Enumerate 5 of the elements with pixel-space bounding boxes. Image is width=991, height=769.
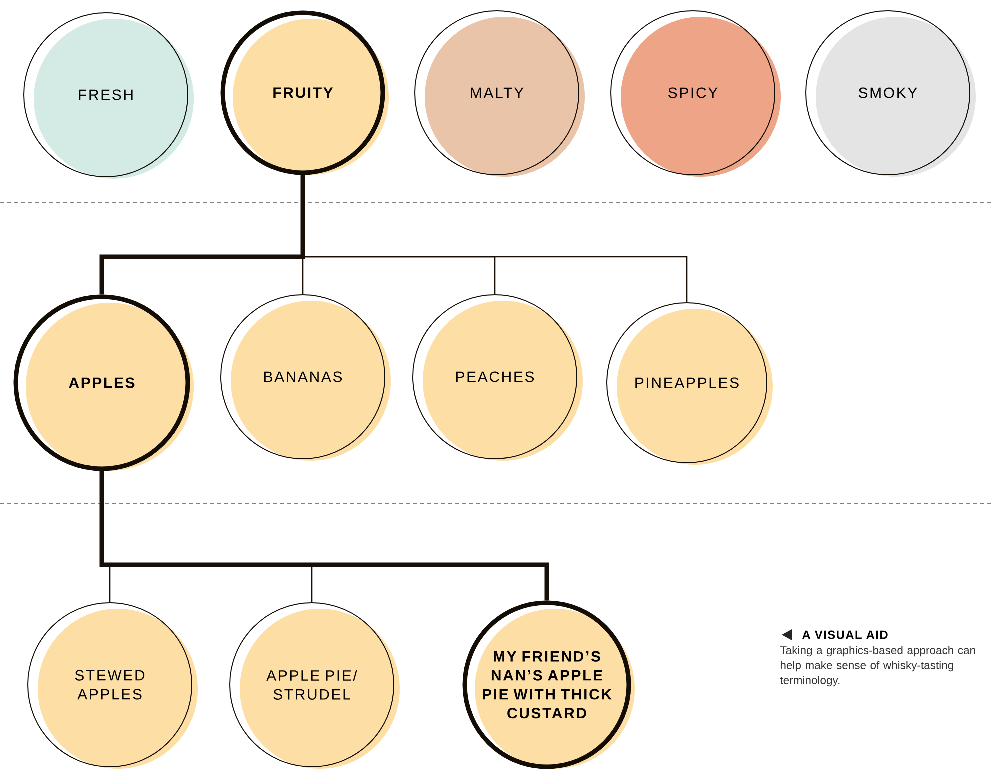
caption-heading: A VISUAL AID [802,630,888,640]
caption-text: Taking a graphics-based approach can help make sense of whisky-tasting terminology. [780,646,976,687]
connector-line [100,471,550,601]
connector-line [302,175,688,302]
connector-line [100,175,306,295]
